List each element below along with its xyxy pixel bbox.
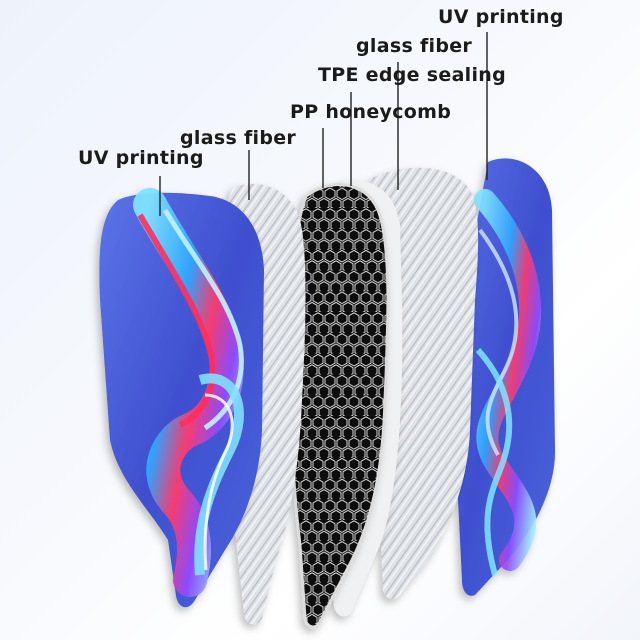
label-pp-honeycomb: PP honeycomb <box>290 101 452 123</box>
leader-lines <box>159 32 488 216</box>
label-uv-printing-right: UV printing <box>438 6 564 28</box>
label-glass-fiber-left: glass fiber <box>180 127 297 149</box>
label-uv-printing-left: UV printing <box>78 147 204 169</box>
label-tpe-edge-sealing: TPE edge sealing <box>318 64 507 86</box>
uv-printing-layer-left <box>99 188 264 608</box>
pp-honeycomb-layer <box>289 183 390 629</box>
label-glass-fiber-right: glass fiber <box>356 35 473 57</box>
